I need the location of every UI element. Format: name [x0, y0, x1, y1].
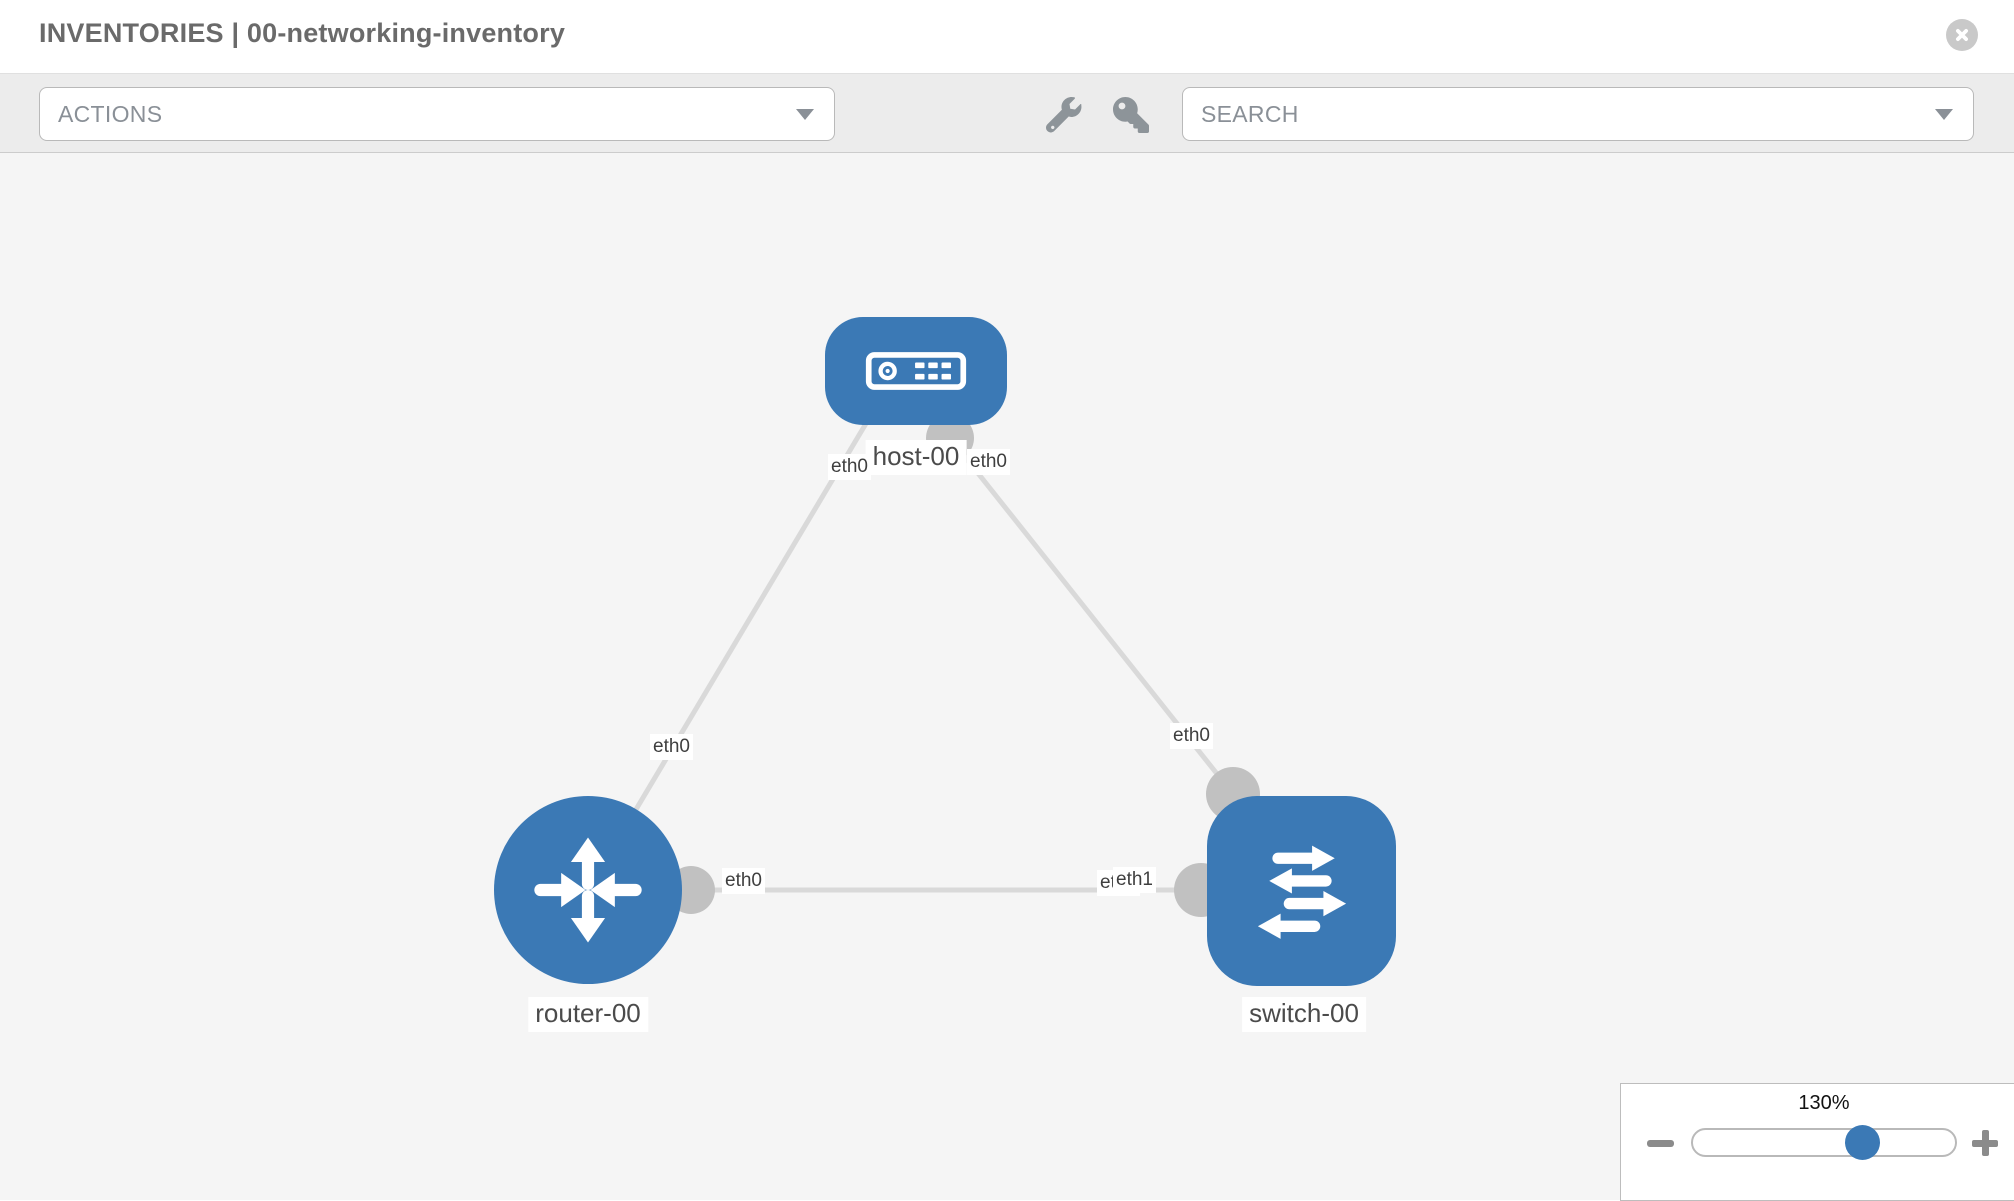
node-label-router: router-00 — [528, 997, 648, 1032]
node-host-00[interactable] — [825, 317, 1007, 425]
close-icon — [1956, 29, 1968, 41]
chevron-down-icon — [796, 108, 814, 120]
topology-edges-layer — [585, 398, 1260, 917]
node-router-00[interactable] — [494, 796, 682, 984]
wrench-icon — [1046, 97, 1082, 133]
if-label-router-eth0-right: eth0 — [722, 868, 765, 894]
zoom-slider-track[interactable] — [1691, 1128, 1957, 1157]
search-placeholder: SEARCH — [1201, 100, 1299, 127]
node-label-switch: switch-00 — [1242, 997, 1366, 1032]
credentials-button[interactable] — [1113, 97, 1149, 133]
link-router-host — [585, 398, 883, 892]
if-label-switch-eth1: eth1 — [1113, 867, 1156, 893]
zoom-control-panel: 130% — [1620, 1083, 2014, 1201]
close-button[interactable] — [1946, 19, 1978, 51]
if-label-router-eth0-up: eth0 — [650, 734, 693, 760]
actions-dropdown-label: ACTIONS — [58, 100, 163, 127]
if-label-host-eth0-right: eth0 — [967, 449, 1010, 475]
host-icon — [865, 352, 967, 390]
topology-toolbar: ACTIONS SEARCH — [0, 73, 2014, 153]
actions-dropdown[interactable]: ACTIONS — [39, 87, 835, 141]
panel-header: INVENTORIES | 00-networking-inventory — [0, 0, 2014, 73]
zoom-in-button[interactable] — [1971, 1129, 1999, 1157]
switch-icon — [1257, 845, 1346, 939]
node-switch-00[interactable] — [1207, 796, 1396, 986]
router-icon — [534, 837, 642, 943]
if-label-switch-eth0-top: eth0 — [1170, 723, 1213, 749]
plus-icon — [1982, 1130, 1989, 1156]
if-label-host-eth0-left: eth0 — [828, 454, 871, 480]
chevron-down-icon — [1935, 108, 1953, 120]
configure-button[interactable] — [1046, 97, 1082, 133]
zoom-level-value: 130% — [1798, 1092, 1850, 1114]
search-dropdown[interactable]: SEARCH — [1182, 87, 1974, 141]
zoom-slider-thumb[interactable] — [1845, 1125, 1880, 1160]
node-label-host: host-00 — [865, 440, 967, 475]
topology-canvas[interactable]: host-00 router-00 switch-00 eth0 eth0 et… — [0, 153, 2014, 1200]
page-title: INVENTORIES | 00-networking-inventory — [39, 18, 566, 48]
zoom-out-button[interactable] — [1647, 1140, 1674, 1147]
key-icon — [1113, 97, 1149, 133]
